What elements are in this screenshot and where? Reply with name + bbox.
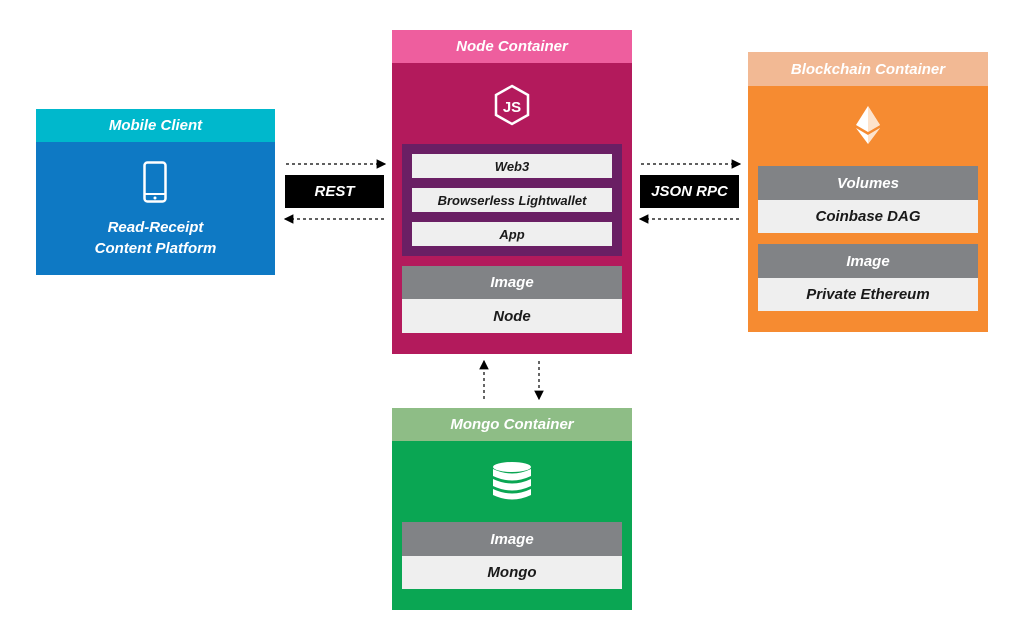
mobile-client-title: Mobile Client (36, 109, 275, 142)
mobile-client-line2: Content Platform (94, 240, 217, 257)
mongo-container-title: Mongo Container (392, 408, 632, 441)
mobile-client-container: Mobile Client Read-Receipt Content Platf… (36, 109, 275, 275)
mongo-image-label: Image (402, 522, 622, 556)
blockchain-image-label: Image (758, 244, 978, 278)
jsonrpc-label: JSON RPC (640, 175, 739, 208)
node-image-label: Image (402, 266, 622, 299)
blockchain-volumes-label: Volumes (758, 166, 978, 200)
blockchain-container: Blockchain Container Volumes Coinbase DA… (748, 52, 988, 332)
smartphone-icon (143, 161, 167, 203)
blockchain-volumes-value: Coinbase DAG (758, 200, 978, 233)
mongo-container: Mongo Container Image Mongo (392, 408, 632, 610)
node-image-value: Node (402, 299, 622, 333)
module-app: App (412, 222, 612, 246)
node-modules-panel: Web3 Browserless Lightwallet App (402, 144, 622, 256)
node-container-title: Node Container (392, 30, 632, 63)
node-container: Node Container JS Web3 Browserless Light… (392, 30, 632, 354)
blockchain-container-title: Blockchain Container (748, 52, 988, 86)
nodejs-icon: JS (494, 84, 530, 126)
rest-label: REST (285, 175, 384, 208)
module-web3: Web3 (412, 154, 612, 178)
database-icon (493, 462, 531, 500)
svg-text:JS: JS (503, 99, 521, 116)
ethereum-icon (856, 106, 880, 144)
module-browserless-lightwallet: Browserless Lightwallet (412, 188, 612, 212)
mobile-client-line1: Read-Receipt (107, 219, 204, 236)
mongo-image-value: Mongo (402, 556, 622, 589)
blockchain-image-value: Private Ethereum (758, 278, 978, 311)
